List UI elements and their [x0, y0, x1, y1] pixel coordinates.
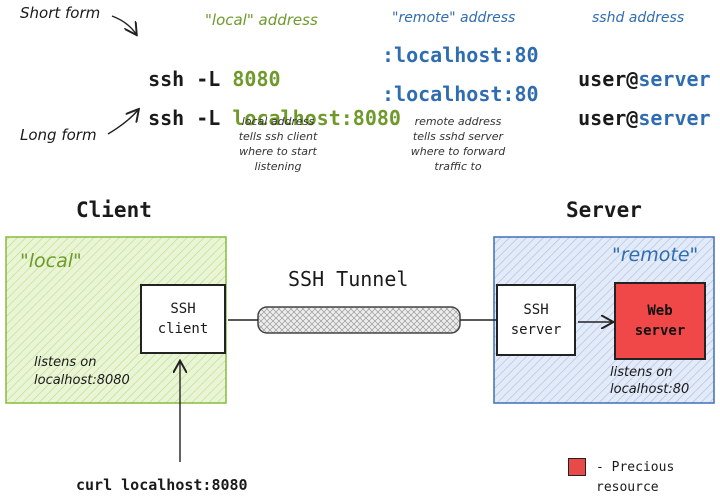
short-form-command: ssh -L 8080 [124, 43, 281, 91]
long-form-remote: :localhost:80 [382, 82, 539, 106]
long-form-label: Long form [20, 126, 97, 144]
short-form-remote: :localhost:80 [382, 43, 539, 67]
cmd-local-port: 8080 [232, 67, 281, 91]
long-form-sshd: user@server [542, 82, 711, 130]
cmd-prefix: ssh -L [148, 106, 233, 130]
curl-command: curl localhost:8080 [76, 476, 248, 494]
local-address-note: local address tells ssh client where to … [238, 115, 318, 173]
local-address-header: "local" address [205, 11, 318, 29]
cmd-local-address: localhost:8080 [232, 106, 401, 130]
cmd-host: server [638, 67, 711, 91]
legend-text: - Precious resource [596, 460, 675, 495]
short-form-sshd: user@server [542, 43, 711, 91]
server-listens-label: listens on localhost:80 [610, 365, 690, 397]
ssh-client-box: SSH client [140, 284, 226, 354]
ssh-tunnel-pipe [257, 306, 461, 334]
server-title: Server [566, 198, 642, 222]
short-form-arrow [111, 15, 136, 34]
long-form-arrow [107, 110, 138, 135]
remote-zone-label: "remote" [612, 244, 699, 266]
ssh-server-box: SSH server [496, 284, 576, 356]
local-zone-label: "local" [20, 250, 82, 272]
cmd-host: server [638, 106, 711, 130]
short-form-label: Short form [20, 4, 101, 22]
web-server-box: Web server [614, 282, 706, 360]
remote-address-header: "remote" address [392, 10, 516, 26]
sshd-address-header: sshd address [592, 10, 685, 26]
tunnel-label: SSH Tunnel [288, 267, 409, 291]
cmd-user: user@ [566, 106, 639, 130]
legend-swatch [568, 458, 586, 476]
remote-address-note: remote address tells sshd server where t… [410, 115, 506, 173]
client-title: Client [76, 198, 152, 222]
cmd-prefix: ssh -L [148, 67, 233, 91]
long-form-command: ssh -L localhost:8080 [124, 82, 401, 130]
client-listens-label: listens on localhost:8080 [34, 355, 130, 388]
cmd-user: user@ [566, 67, 639, 91]
